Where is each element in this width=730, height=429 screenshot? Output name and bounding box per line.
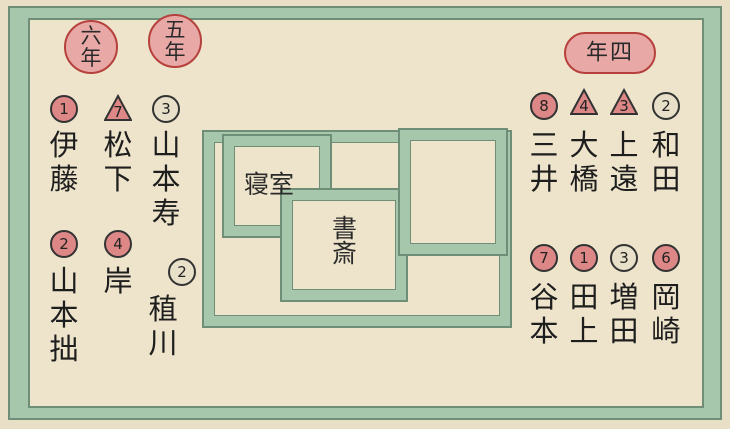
name-mitsui: 三井 — [529, 128, 559, 196]
mark-wada: 2 — [652, 92, 680, 120]
grade-4-label: 年四 — [585, 40, 634, 66]
name-masuda: 増田 — [609, 280, 639, 348]
grade-6-stamp: 六年 — [64, 20, 118, 74]
mark-kishi: 4 — [104, 230, 132, 258]
bedroom-label: 寝室 — [244, 170, 295, 199]
study-label: 書斎 — [332, 214, 358, 268]
grade-5-stamp: 五年 — [148, 14, 202, 68]
mark-matsushita: 7 — [104, 94, 132, 122]
mark-masuda: 3 — [610, 244, 638, 272]
mark-tanimoto: 7 — [530, 244, 558, 272]
grade-6-label: 六年 — [80, 23, 102, 70]
room-study — [280, 188, 408, 302]
mark-tagami: 1 — [570, 244, 598, 272]
grade-5-label: 五年 — [164, 17, 186, 64]
name-tagami: 田上 — [569, 280, 599, 348]
name-okazaki: 岡崎 — [651, 280, 681, 348]
name-yamamoto-ju: 山本寿 — [151, 128, 181, 230]
name-wada: 和田 — [651, 128, 681, 196]
name-tanimoto: 谷本 — [529, 280, 559, 348]
mark-mitsui: 8 — [530, 92, 558, 120]
name-yamamoto-setsu: 山本拙 — [49, 264, 79, 366]
room-east — [398, 128, 508, 256]
mark-yamamoto-setsu: 2 — [50, 230, 78, 258]
mark-okazaki: 6 — [652, 244, 680, 272]
name-kishi: 岸 — [103, 264, 133, 298]
name-ito: 伊藤 — [49, 128, 79, 196]
grade-4-stamp: 年四 — [564, 32, 656, 74]
mark-uekawa: 2 — [168, 258, 196, 286]
name-kamito: 上遠 — [609, 128, 639, 196]
name-ohashi: 大橋 — [569, 128, 599, 196]
mark-kamito: 3 — [610, 88, 638, 116]
name-matsushita: 松下 — [103, 128, 133, 196]
mark-yamamoto-ju: 3 — [152, 95, 180, 123]
mark-ohashi: 4 — [570, 88, 598, 116]
name-uekawa: 稙川 — [148, 292, 178, 360]
mark-ito: 1 — [50, 95, 78, 123]
